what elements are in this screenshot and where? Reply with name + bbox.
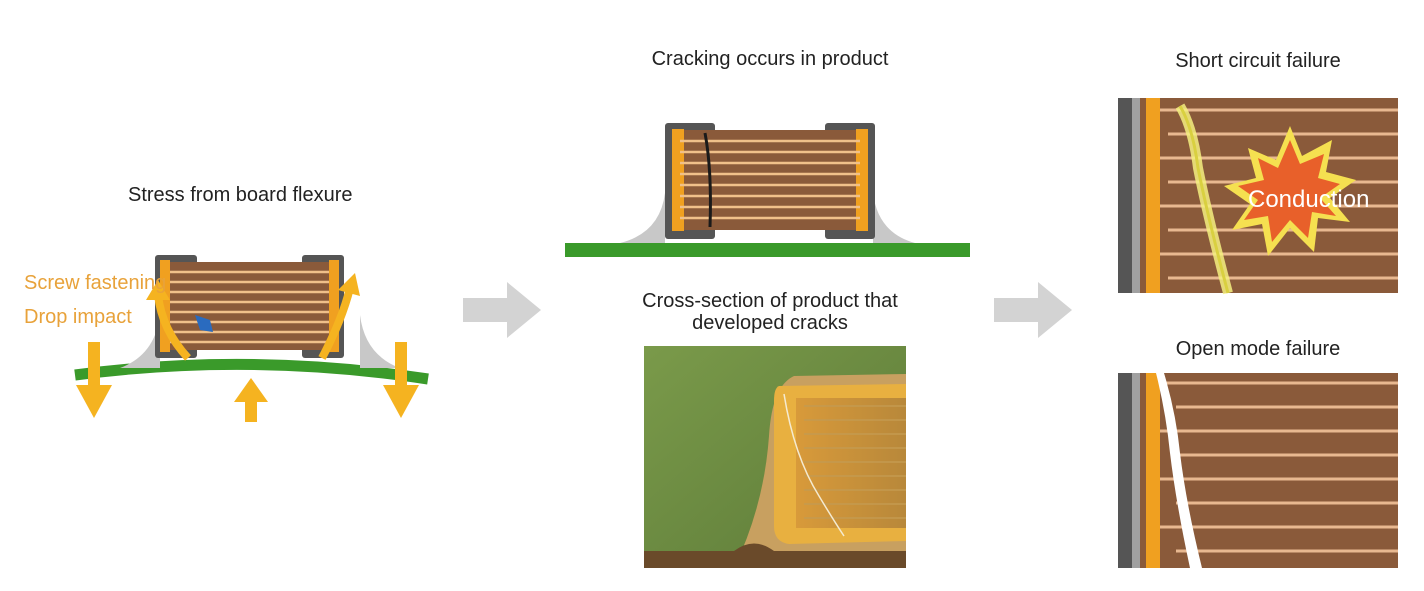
crack-marker <box>195 315 213 332</box>
internal-electrodes <box>168 270 330 344</box>
open-mode-illustration <box>1118 373 1398 568</box>
solder-fillet-right <box>360 315 400 368</box>
open-crack-gap <box>1156 373 1202 568</box>
up-arrow-center <box>234 378 268 422</box>
capacitor-body <box>672 130 868 230</box>
board-strip <box>565 243 970 257</box>
cracked-capacitor-illustration <box>565 123 970 257</box>
stress-arrow-right <box>318 287 354 360</box>
cause-screw-fastening: Screw fastening <box>24 272 167 294</box>
flow-arrow-right-icon <box>994 282 1072 338</box>
flow-arrow-right-icon <box>463 282 541 338</box>
panel3-title-top: Short circuit failure <box>1175 50 1341 72</box>
photo-crack-line <box>783 393 845 537</box>
stress-arrow-left <box>154 294 191 361</box>
panel2-title-bottom-line1: Cross-section of product that <box>642 290 898 312</box>
cross-section-photo <box>644 346 906 568</box>
board-flexure-illustration <box>74 255 429 422</box>
solder-fillet-left <box>120 315 160 368</box>
conduction-label: Conduction <box>1248 186 1370 213</box>
cause-drop-impact: Drop impact <box>24 306 132 328</box>
down-arrow-right <box>383 342 419 418</box>
capacitor-body <box>162 262 337 350</box>
bent-circuit-board <box>74 358 429 385</box>
panel2-title-top: Cracking occurs in product <box>651 48 889 70</box>
crack-line <box>703 132 712 228</box>
down-arrow-left <box>76 342 112 418</box>
panel3-title-bottom: Open mode failure <box>1175 338 1341 360</box>
panel1-title: Stress from board flexure <box>128 184 353 206</box>
panel2-title-bottom-line2: developed cracks <box>692 312 848 334</box>
short-circuit-illustration <box>1118 98 1398 295</box>
